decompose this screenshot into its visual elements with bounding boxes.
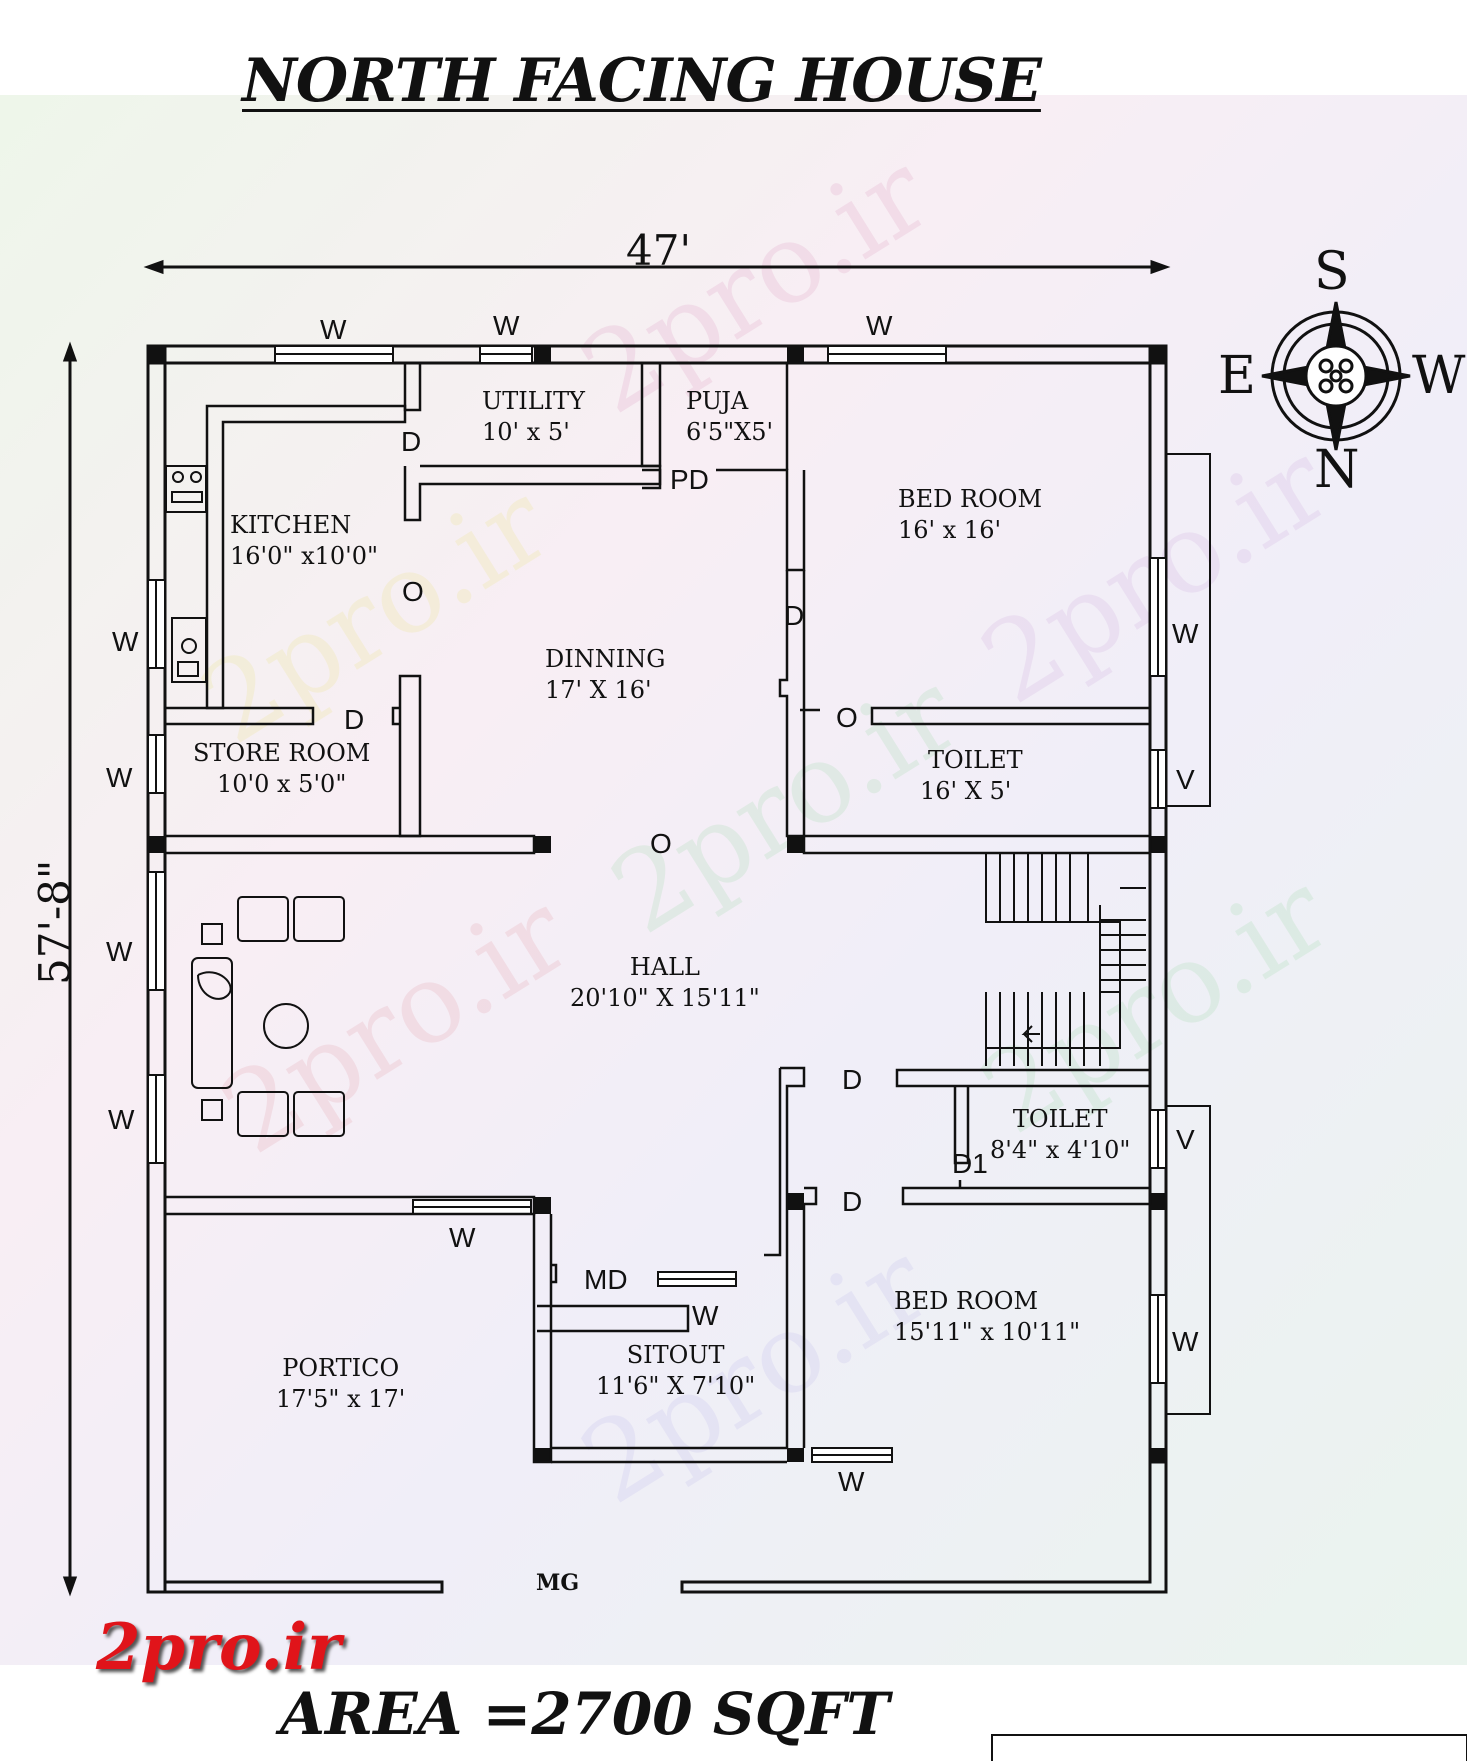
window-label: W [112,626,139,657]
room-size: 10'0 x 5'0" [216,770,347,798]
compass-rose [1261,301,1411,451]
door-label: D [784,600,805,631]
window-label: W [449,1222,476,1253]
compass-north-label: N [1314,440,1360,500]
width-dimension: 47' [626,226,691,275]
door-label: D [842,1064,863,1095]
room-dinning: DINNING 17' X 16' [545,644,665,706]
room-name: PORTICO [282,1354,400,1382]
opening-label: O [650,828,672,859]
room-name: BED ROOM [898,485,1043,513]
room-name: KITCHEN [230,511,352,539]
room-name: TOILET [1012,1105,1108,1133]
room-name: STORE ROOM [193,739,371,767]
area-label: AREA =2700 SQFT [280,1680,890,1748]
room-bedroom-1: BED ROOM 16' x 16' [898,484,1042,546]
brand-logo: 2pro.ir [96,1610,341,1685]
sink [171,617,207,683]
room-puja: PUJA 6'5"X5' [686,386,773,448]
room-bedroom-2: BED ROOM 15'11" x 10'11" [894,1286,1080,1348]
window-label: W [692,1300,719,1331]
sofa-set [191,896,345,1137]
door-label: D [344,704,365,735]
room-size: 10' x 5' [482,418,570,446]
room-kitchen: KITCHEN 16'0" x10'0" [230,510,378,572]
compass-east-label: E [1218,346,1256,406]
door-label: D1 [952,1148,988,1179]
window-label: W [493,310,520,341]
room-size: 8'4" x 4'10" [990,1136,1131,1164]
page-title: NORTH FACING HOUSE [242,46,1042,116]
opening-label: O [402,576,424,607]
window-label: W [1172,618,1199,649]
room-size: 16' x 16' [898,516,1002,544]
room-name: BED ROOM [894,1287,1039,1315]
window-projections [1165,453,1211,1415]
room-name: TOILET [928,746,1023,774]
door-label: PD [670,464,709,495]
room-size: 16'0" x10'0" [230,542,379,570]
room-name: HALL [629,953,700,981]
window-label: W [1172,1326,1199,1357]
main-gate-label: MG [536,1570,580,1596]
room-toilet-2: TOILET 8'4" x 4'10" [990,1104,1130,1166]
ventilator-label: V [1176,1124,1195,1155]
room-hall: HALL 20'10" X 15'11" [570,952,760,1014]
room-toilet-1: TOILET 16' X 5' [920,745,1023,807]
room-portico: PORTICO 17'5" x 17' [276,1353,405,1415]
ventilator-label: V [1176,764,1195,795]
room-sitout: SITOUT 11'6" X 7'10" [596,1340,755,1402]
staircase [985,853,1146,1066]
window-label: W [106,936,133,967]
length-dimension-line [62,341,78,1597]
window-label: W [106,762,133,793]
room-name: SITOUT [626,1341,725,1369]
room-size: 16' X 5' [920,777,1012,805]
stove [165,465,207,513]
room-size: 17' X 16' [545,676,652,704]
opening-label: O [836,702,858,733]
room-name: PUJA [686,387,749,415]
room-size: 6'5"X5' [686,418,774,446]
window-label: W [838,1466,865,1497]
columns [148,346,1166,1462]
windows [147,345,1167,1463]
room-size: 20'10" X 15'11" [570,984,760,1012]
room-name: UTILITY [482,387,585,415]
title-block-frame [991,1734,1467,1761]
width-dimension-line [143,259,1171,275]
door-label: MD [584,1264,628,1295]
compass-west-label: W [1412,346,1466,406]
window-label: W [108,1104,135,1135]
length-dimension: 57'-8" [30,859,79,985]
window-label: W [320,314,347,345]
room-name: DINNING [545,645,666,673]
room-size: 11'6" X 7'10" [596,1372,756,1400]
room-size: 17'5" x 17' [276,1385,406,1413]
room-size: 15'11" x 10'11" [894,1318,1081,1346]
door-label: D [401,426,422,457]
door-label: D [842,1186,863,1217]
compass-south-label: S [1314,242,1350,302]
room-store: STORE ROOM 10'0 x 5'0" [193,738,370,800]
window-label: W [866,310,893,341]
interior-walls [163,363,1152,1464]
room-utility: UTILITY 10' x 5' [482,386,585,448]
